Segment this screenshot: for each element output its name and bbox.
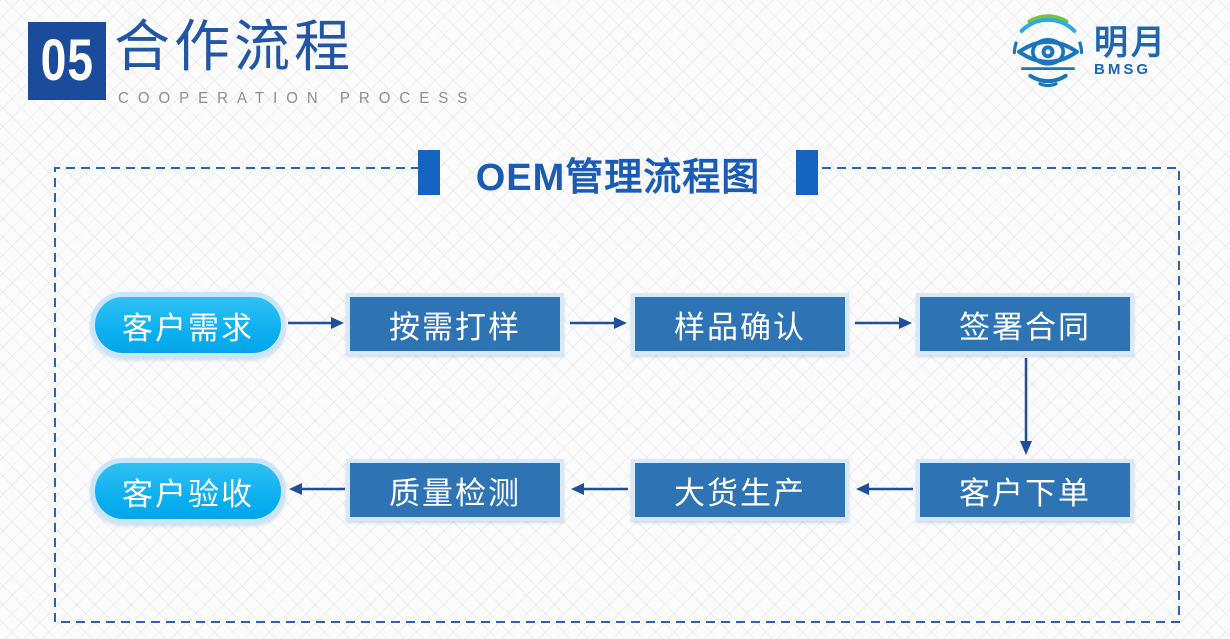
flow-node-sample-confirm[interactable]: 样品确认: [631, 293, 849, 355]
arrow-right-1: [288, 317, 344, 329]
logo-emblem-icon: [1012, 14, 1084, 88]
arrow-right-3: [855, 317, 912, 329]
flow-node-label: 客户验收: [122, 476, 254, 512]
flow-node-label: 按需打样: [389, 309, 521, 345]
dashed-frame: [54, 167, 1180, 623]
title-bar-left: [418, 150, 440, 195]
section-number: 05: [40, 28, 94, 93]
arrow-left-2: [571, 483, 628, 495]
flow-node-quality-inspection[interactable]: 质量检测: [346, 459, 564, 521]
company-logo: 明月 BMSG: [1005, 8, 1220, 94]
flow-node-label: 样品确认: [674, 309, 806, 345]
arrow-right-2: [570, 317, 627, 329]
diagram-title: OEM管理流程图: [475, 156, 761, 199]
flow-node-customer-acceptance[interactable]: 客户验收: [90, 458, 286, 524]
section-number-badge: 05: [28, 22, 106, 100]
flow-node-label: 质量检测: [389, 475, 521, 511]
flow-node-label: 客户需求: [122, 310, 254, 346]
arrow-down: [1020, 358, 1032, 455]
flow-node-label: 签署合同: [959, 309, 1091, 345]
page-title: 合作流程: [114, 17, 354, 79]
flow-node-label: 大货生产: [674, 475, 806, 511]
flow-node-bulk-production[interactable]: 大货生产: [631, 459, 849, 521]
flow-node-sample-on-demand[interactable]: 按需打样: [346, 293, 564, 355]
arrow-left-1: [289, 483, 345, 495]
page-subtitle: COOPERATION PROCESS: [118, 89, 477, 108]
flow-node-label: 客户下单: [959, 475, 1091, 511]
flow-node-customer-demand[interactable]: 客户需求: [90, 292, 286, 358]
flow-node-customer-order[interactable]: 客户下单: [916, 459, 1134, 521]
logo-abbr: BMSG: [1094, 60, 1151, 78]
arrow-left-3: [856, 483, 913, 495]
logo-name: 明月: [1094, 23, 1168, 62]
title-bar-right: [796, 150, 818, 195]
flow-node-sign-contract[interactable]: 签署合同: [916, 293, 1134, 355]
